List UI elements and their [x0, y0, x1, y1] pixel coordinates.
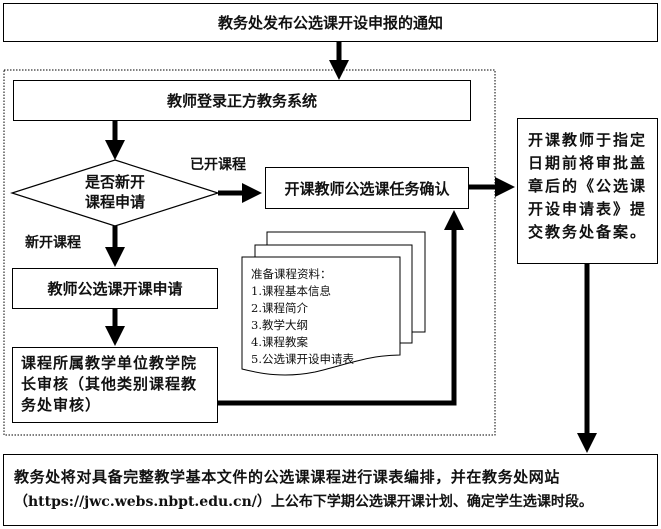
schedule-publication-step: 教务处将对具备完整教学基本文件的公选课课程进行课表编排，并在教务处网站 （htt… [3, 454, 658, 526]
teacher-process-container [3, 69, 496, 436]
login-step-text: 教师登录正方教务系统 [166, 92, 317, 110]
task-confirm-step-text: 开课教师公选课任务确认 [284, 179, 450, 198]
materials-item: 5.公选课开设申请表 [251, 352, 354, 366]
decision-text-line1: 是否新开 [84, 173, 145, 191]
dean-review-step-text: 课程所属教学单位教学院长审核（其他类别课程教务处审核） [21, 354, 198, 414]
materials-document-stack [241, 231, 426, 376]
materials-list: 准备课程资料： 1.课程基本信息 2.课程简介 3.教学大纲 4.课程教案 5.… [251, 266, 354, 368]
task-confirm-step: 开课教师公选课任务确认 [265, 167, 469, 209]
arrow-review-to-confirm [217, 210, 464, 406]
submit-application-step: 开课教师于指定日期前将审批盖章后的《公选课开设申请表》提交教务处备案。 [517, 118, 658, 264]
notice-step: 教务处发布公选课开设申报的通知 [3, 3, 658, 42]
materials-item: 4.课程教案 [251, 335, 308, 349]
existing-course-label: 已开课程 [190, 157, 246, 173]
course-application-step: 教师公选课开课申请 [12, 268, 218, 309]
materials-title: 准备课程资料： [251, 267, 332, 281]
document-page-front [241, 256, 401, 376]
submit-application-step-text: 开课教师于指定日期前将审批盖章后的《公选课开设申请表》提交教务处备案。 [528, 131, 648, 241]
schedule-publication-line2: （https://jwc.webs.nbpt.edu.cn/）上公布下学期公选课… [14, 494, 593, 510]
schedule-publication-line1: 教务处将对具备完整教学基本文件的公选课课程进行课表编排，并在教务处网站 [14, 468, 561, 486]
notice-step-text: 教务处发布公选课开设申报的通知 [217, 14, 443, 32]
materials-item: 1.课程基本信息 [251, 284, 331, 298]
course-application-step-text: 教师公选课开课申请 [47, 280, 183, 298]
decision-text: 是否新开 课程申请 [60, 172, 170, 212]
materials-item: 3.教学大纲 [251, 318, 308, 332]
materials-item: 2.课程简介 [251, 301, 308, 315]
login-step: 教师登录正方教务系统 [13, 80, 471, 121]
new-course-label: 新开课程 [25, 235, 81, 251]
dean-review-step: 课程所属教学单位教学院长审核（其他类别课程教务处审核） [12, 347, 218, 423]
decision-text-line2: 课程申请 [84, 193, 145, 211]
